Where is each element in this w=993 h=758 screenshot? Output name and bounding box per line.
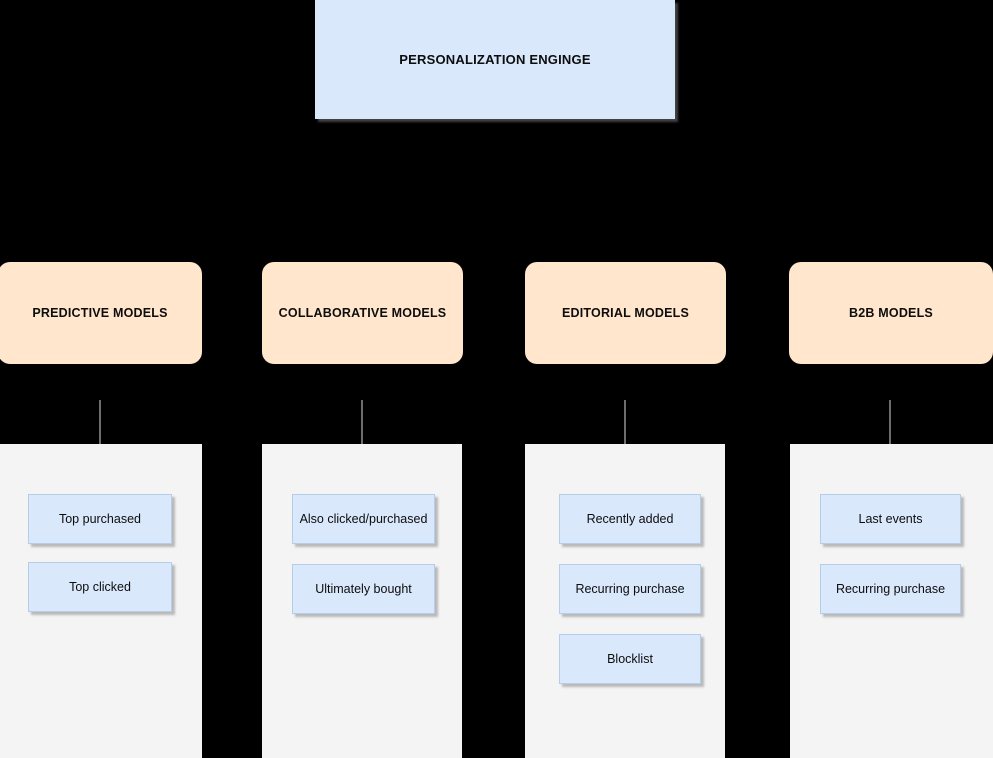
item-box[interactable]: Recurring purchase: [559, 564, 701, 614]
panel-editorial: Recently added Recurring purchase Blockl…: [525, 444, 725, 758]
item-box[interactable]: Top clicked: [28, 562, 172, 612]
item-label: Recurring purchase: [575, 581, 685, 596]
item-label: Also clicked/purchased: [299, 511, 428, 526]
item-label: Blocklist: [607, 651, 653, 666]
item-box[interactable]: Top purchased: [28, 494, 172, 544]
personalization-engine-node[interactable]: PERSONALIZATION ENGINGE: [315, 0, 675, 119]
item-label: Last events: [858, 511, 923, 526]
item-box[interactable]: Also clicked/purchased: [292, 494, 435, 544]
model-node-label: COLLABORATIVE MODELS: [278, 306, 447, 320]
item-label: Recently added: [586, 511, 674, 526]
model-node-label: PREDICTIVE MODELS: [32, 306, 168, 320]
item-label: Top clicked: [69, 579, 131, 594]
model-node-collaborative[interactable]: COLLABORATIVE MODELS: [262, 262, 463, 364]
item-box[interactable]: Recurring purchase: [820, 564, 961, 614]
model-node-label: EDITORIAL MODELS: [561, 306, 690, 320]
model-node-editorial[interactable]: EDITORIAL MODELS: [525, 262, 726, 364]
item-label: Ultimately bought: [315, 581, 412, 596]
item-label: Recurring purchase: [835, 581, 946, 596]
panel-collaborative: Also clicked/purchased Ultimately bought: [262, 444, 462, 758]
model-node-predictive[interactable]: PREDICTIVE MODELS: [0, 262, 202, 364]
item-box[interactable]: Last events: [820, 494, 961, 544]
model-node-label: B2B MODELS: [849, 306, 933, 320]
panel-predictive: Top purchased Top clicked: [0, 444, 202, 758]
item-label: Top purchased: [58, 511, 141, 526]
personalization-engine-label: PERSONALIZATION ENGINGE: [399, 52, 591, 67]
panel-b2b: Last events Recurring purchase: [790, 444, 993, 758]
model-node-b2b[interactable]: B2B MODELS: [789, 262, 993, 364]
item-box[interactable]: Ultimately bought: [292, 564, 435, 614]
item-box[interactable]: Blocklist: [559, 634, 701, 684]
item-box[interactable]: Recently added: [559, 494, 701, 544]
